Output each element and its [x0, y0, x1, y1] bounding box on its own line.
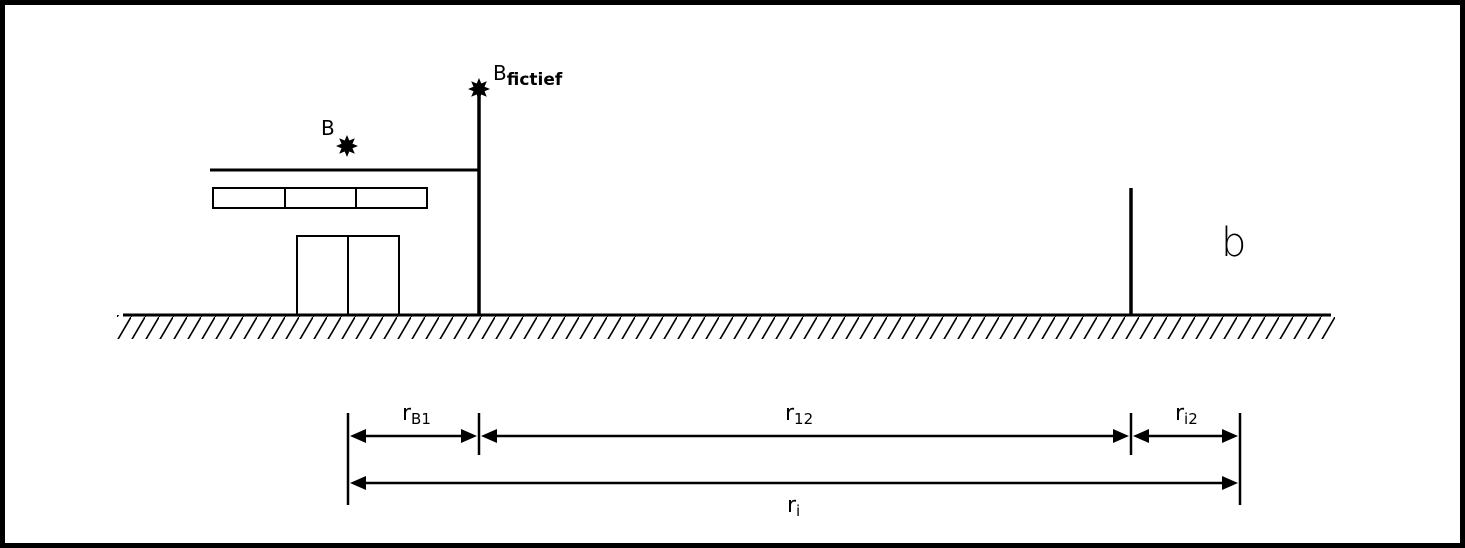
- arrowhead-right-icon: [461, 429, 477, 443]
- arrowhead-right-icon: [1113, 429, 1129, 443]
- building: [210, 168, 479, 316]
- arrowhead-left-icon: [481, 429, 497, 443]
- arrowhead-left-icon: [350, 476, 366, 490]
- noise-distance-diagram: [117, 78, 1335, 505]
- dimension-arrowheads: [350, 429, 1238, 490]
- arrowhead-left-icon: [1133, 429, 1149, 443]
- dim-ri2-label: ri2: [1175, 401, 1198, 428]
- arrowhead-right-icon: [1222, 476, 1238, 490]
- source-b-fictief-star-icon: [468, 78, 490, 100]
- arrowhead-left-icon: [350, 429, 366, 443]
- arrowhead-right-icon: [1222, 429, 1238, 443]
- fictive-source-label: Bfictief: [493, 61, 563, 90]
- dimension-lines: [346, 413, 1242, 505]
- dim-ri-label: ri: [787, 493, 801, 520]
- ground-hatching: [117, 315, 1335, 339]
- dim-r12-label: r12: [785, 401, 814, 428]
- ground: [117, 313, 1335, 339]
- receiver-label: b: [1221, 220, 1247, 266]
- source-b-label: B: [321, 116, 335, 140]
- source-b-star-icon: [336, 135, 358, 157]
- dim-rb1-label: rB1: [402, 401, 431, 428]
- building-window-band: [212, 187, 428, 209]
